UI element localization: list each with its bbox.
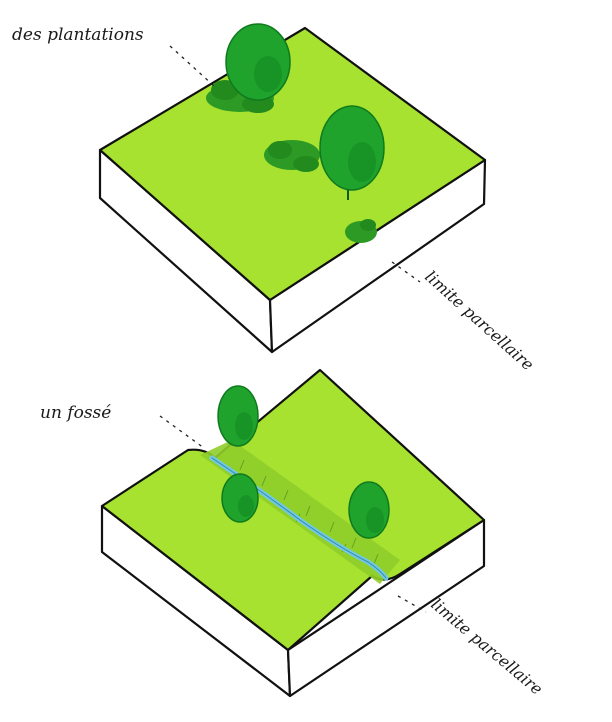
top-limit-label: limite parcellaire bbox=[421, 267, 537, 374]
bottom-parcel-block: un fossé limite parcellaire bbox=[40, 370, 546, 699]
bottom-tree-1 bbox=[218, 386, 258, 446]
bottom-tree-3 bbox=[349, 482, 389, 538]
top-plantations-label: des plantations bbox=[12, 25, 144, 45]
bottom-ditch-label: un fossé bbox=[40, 403, 111, 423]
bottom-tree-2 bbox=[222, 474, 258, 522]
top-tree-1 bbox=[226, 24, 290, 100]
bottom-limit-label: limite parcellaire bbox=[427, 595, 546, 699]
bottom-ditch-leader bbox=[160, 416, 204, 448]
top-parcel-block: des plantations limite parcellaire bbox=[12, 24, 538, 374]
top-plantations-leader bbox=[170, 46, 214, 86]
